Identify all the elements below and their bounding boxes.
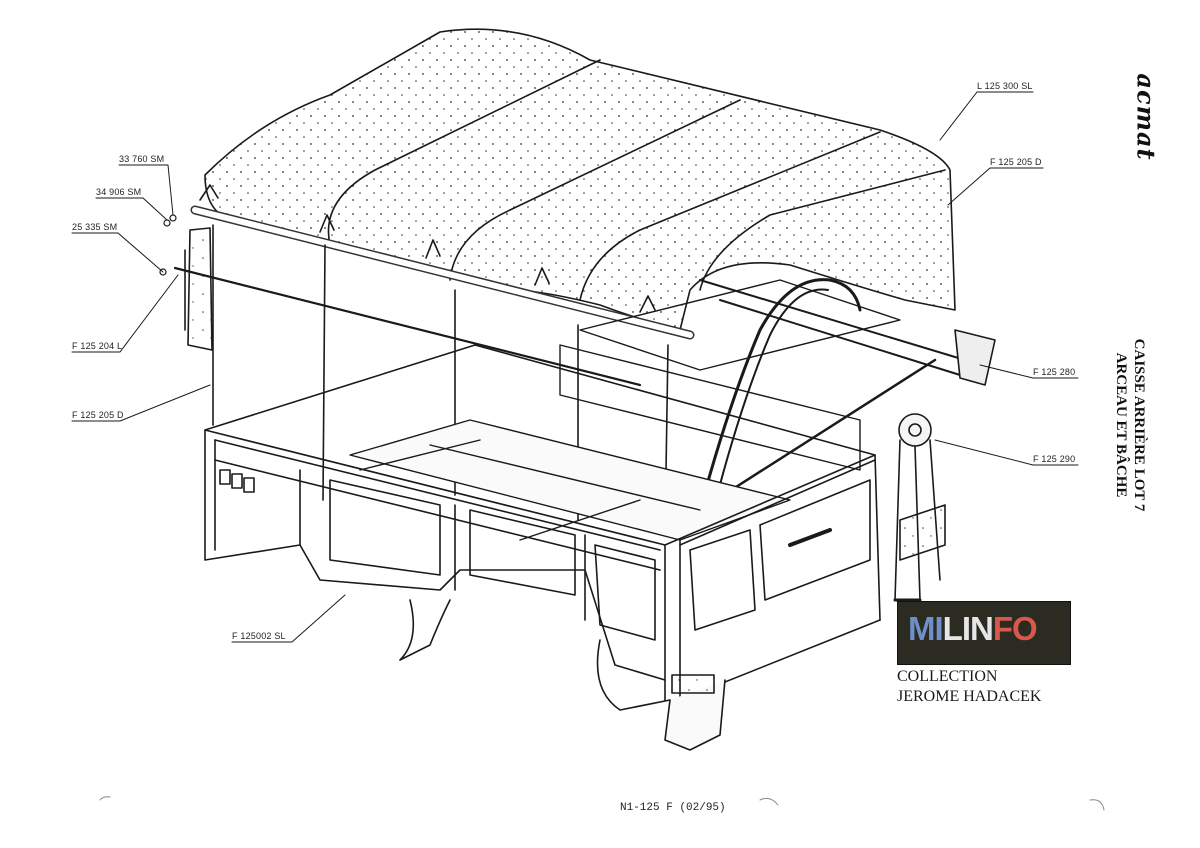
- side-rod: [173, 266, 642, 387]
- callout-33760-sm: 33 760 SM: [119, 154, 165, 164]
- callout-f125002sl: F 125002 SL: [232, 631, 286, 641]
- callout-f125290: F 125 290: [1033, 454, 1076, 464]
- callout-f125205d-left: F 125 205 D: [72, 410, 124, 420]
- side-curtain: [187, 227, 213, 351]
- milinfo-watermark: MILINFO: [897, 601, 1071, 665]
- brand-logo: acmat: [1126, 52, 1166, 182]
- callout-l125300sl: L 125 300 SL: [977, 81, 1033, 91]
- collection-line-1: COLLECTION: [897, 668, 998, 685]
- callout-f125280: F 125 280: [1033, 367, 1076, 377]
- title-line-2: ARCEAU ET BÂCHE: [1113, 352, 1129, 498]
- callout-34906-sm: 34 906 SM: [96, 187, 142, 197]
- leader-lines: [71, 91, 1079, 643]
- drawing-title: CAISSE ARRIÈRE LOT 7 ARCEAU ET BÂCHE: [1080, 310, 1180, 540]
- logo-part-2: LIN: [942, 610, 994, 647]
- brand-text: acmat: [1131, 73, 1161, 161]
- title-line-1: CAISSE ARRIÈRE LOT 7: [1131, 338, 1147, 512]
- hoist-assembly: [893, 329, 996, 602]
- callout-25335-sm: 25 335 SM: [72, 222, 118, 232]
- callout-f125205d-right: F 125 205 D: [990, 157, 1042, 167]
- scan-marks: [99, 796, 1105, 811]
- fasteners: [159, 214, 177, 276]
- logo-part-1: MI: [908, 610, 944, 647]
- canvas-tarp: [204, 28, 956, 331]
- document-reference: N1-125 F (02/95): [620, 802, 726, 814]
- cargo-body: [204, 344, 881, 701]
- chassis-skirt: [399, 504, 946, 751]
- floor-panels: [349, 279, 901, 541]
- callout-f125204l: F 125 204 L: [72, 341, 123, 351]
- collection-credit: COLLECTION JEROME HADACEK: [897, 667, 1041, 707]
- collection-line-2: JEROME HADACEK: [897, 688, 1042, 705]
- milinfo-logo: MILINFO: [908, 610, 1038, 648]
- roof-bow: [698, 278, 966, 516]
- logo-part-3: FO: [992, 610, 1038, 647]
